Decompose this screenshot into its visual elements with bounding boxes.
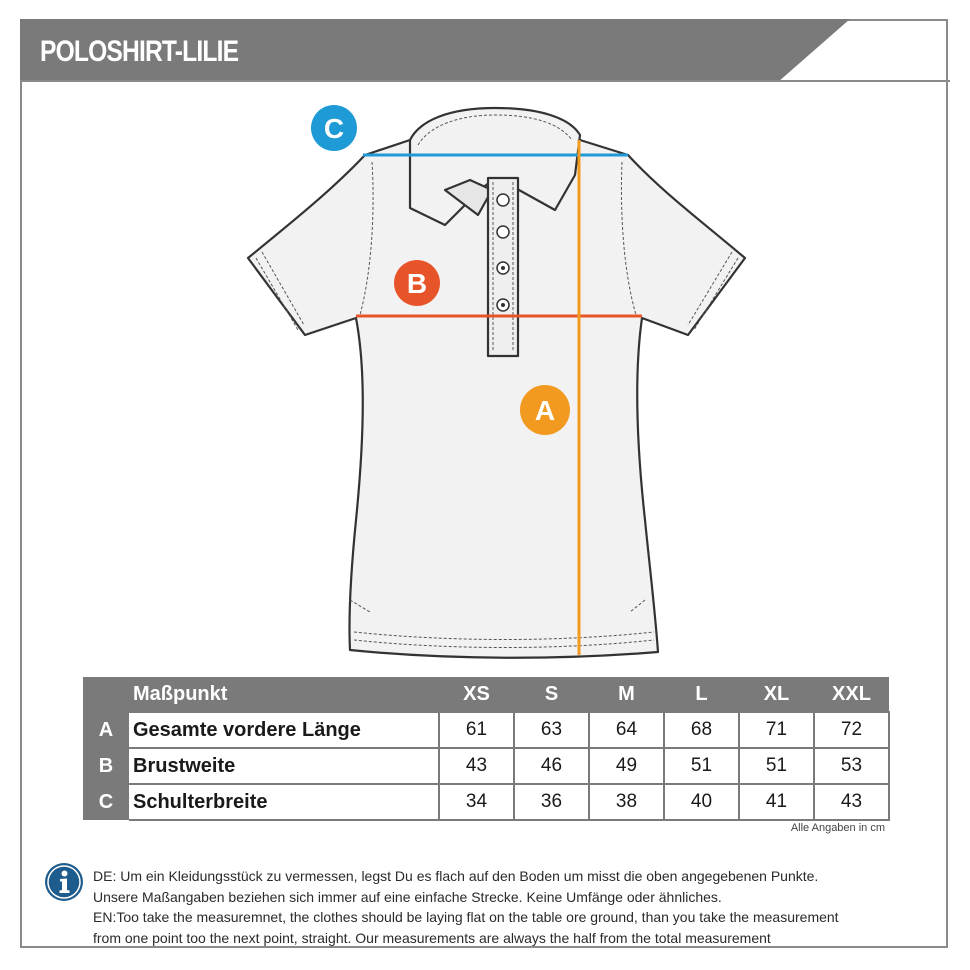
table-row: A Gesamte vordere Länge 61 63 64 68 71 7… <box>83 711 890 749</box>
table-header-key <box>83 677 129 712</box>
table-cell: 68 <box>663 711 740 749</box>
row-label: Brustweite <box>129 747 439 785</box>
table-cell: 43 <box>438 747 515 785</box>
header-band-shape <box>20 19 950 82</box>
table-cell: 72 <box>813 711 890 749</box>
info-line-en-1: EN:Too take the measuremnet, the clothes… <box>93 909 839 925</box>
table-header-size: L <box>664 677 739 712</box>
table-cell: 63 <box>513 711 590 749</box>
table-header-row: Maßpunkt XS S M L XL XXL <box>83 677 889 712</box>
badge-b-letter: B <box>407 268 427 299</box>
table-cell: 34 <box>438 783 515 821</box>
polo-shirt-illustration: C B A <box>246 105 747 659</box>
size-table: Maßpunkt XS S M L XL XXL A Gesamte vorde… <box>83 677 890 821</box>
table-cell: 38 <box>588 783 665 821</box>
badge-a-letter: A <box>535 395 555 426</box>
row-label: Schulterbreite <box>129 783 439 821</box>
table-header-size: XS <box>439 677 514 712</box>
info-text: DE: Um ein Kleidungsstück zu vermessen, … <box>93 866 933 948</box>
table-cell: 51 <box>738 747 815 785</box>
table-header-label: Maßpunkt <box>129 677 439 712</box>
shirt-body <box>246 138 747 659</box>
table-header-size: XXL <box>814 677 889 712</box>
table-cell: 43 <box>813 783 890 821</box>
table-header-size: XL <box>739 677 814 712</box>
info-line-en-2: from one point too the next point, strai… <box>93 929 771 946</box>
table-cell: 51 <box>663 747 740 785</box>
table-header-size: M <box>589 677 664 712</box>
table-header-size: S <box>514 677 589 712</box>
badge-c: C <box>311 105 357 151</box>
table-cell: 36 <box>513 783 590 821</box>
row-label: Gesamte vordere Länge <box>129 711 439 749</box>
badge-a: A <box>520 385 570 435</box>
table-cell: 53 <box>813 747 890 785</box>
table-cell: 41 <box>738 783 815 821</box>
unit-note: Alle Angaben in cm <box>790 822 885 834</box>
header-band: POLOSHIRT-LILIE <box>20 19 950 82</box>
table-row: B Brustweite 43 46 49 51 51 53 <box>83 747 890 785</box>
table-cell: 40 <box>663 783 740 821</box>
row-key: B <box>83 748 129 784</box>
info-line-de-2: Unsere Maßangaben beziehen sich immer au… <box>93 888 722 905</box>
badge-b: B <box>394 260 440 306</box>
info-line-de-1: DE: Um ein Kleidungsstück zu vermessen, … <box>93 868 819 884</box>
info-icon <box>45 863 83 901</box>
row-key: C <box>83 784 129 820</box>
table-cell: 71 <box>738 711 815 749</box>
table-cell: 46 <box>513 747 590 785</box>
table-cell: 61 <box>438 711 515 749</box>
table-row: C Schulterbreite 34 36 38 40 41 43 <box>83 783 890 821</box>
table-cell: 64 <box>588 711 665 749</box>
table-cell: 49 <box>588 747 665 785</box>
row-key: A <box>83 712 129 748</box>
page-title: POLOSHIRT-LILIE <box>40 35 239 68</box>
badge-c-letter: C <box>324 113 344 144</box>
